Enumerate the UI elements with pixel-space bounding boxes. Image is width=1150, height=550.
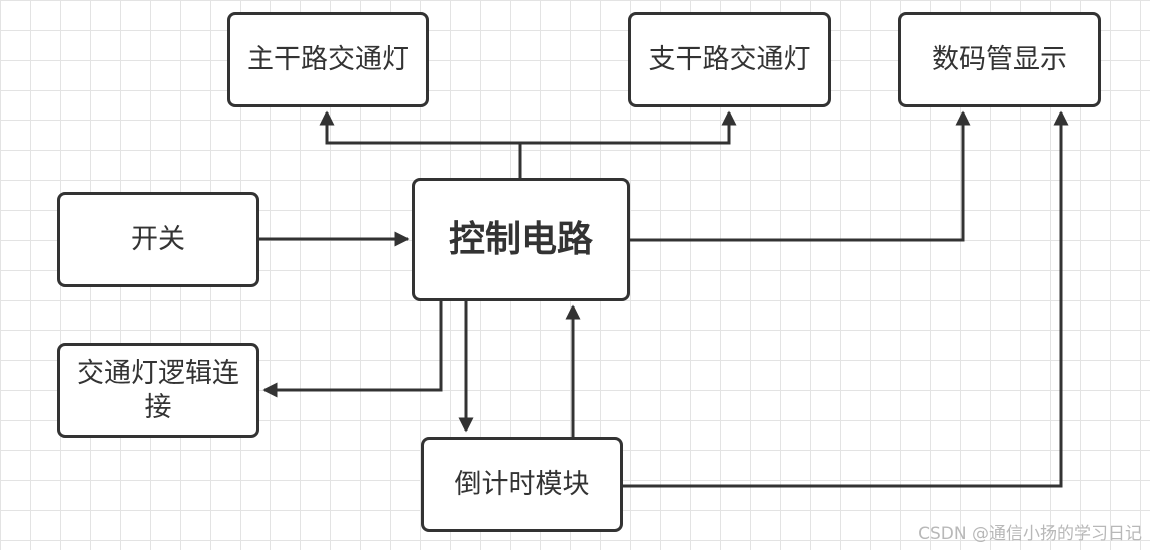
node-control-circuit: 控制电路	[412, 178, 630, 301]
edge-control-to-main-road-light	[319, 110, 520, 145]
node-light-logic: 交通灯逻辑连接	[57, 343, 259, 438]
node-digital-display: 数码管显示	[898, 12, 1101, 107]
node-digital-display-label: 数码管显示	[932, 43, 1067, 75]
edge-countdown-to-digital-display	[623, 110, 1069, 488]
node-countdown: 倒计时模块	[421, 437, 623, 532]
node-branch-road-light: 支干路交通灯	[628, 12, 831, 107]
node-main-road-light: 主干路交通灯	[227, 12, 429, 107]
watermark-text: CSDN @通信小扬的学习日记	[918, 524, 1142, 544]
node-control-circuit-label: 控制电路	[448, 219, 593, 260]
node-switch: 开关	[57, 192, 259, 287]
edge-control-to-branch-road-light	[520, 110, 737, 145]
node-branch-road-light-label: 支干路交通灯	[648, 43, 811, 75]
node-countdown-label: 倒计时模块	[454, 468, 590, 500]
edge-control-to-light-logic	[262, 300, 443, 398]
node-switch-label: 开关	[131, 223, 185, 255]
edge-control-to-digital-display	[630, 110, 971, 242]
node-main-road-light-label: 主干路交通灯	[247, 43, 409, 75]
node-light-logic-label: 交通灯逻辑连接	[77, 357, 239, 423]
